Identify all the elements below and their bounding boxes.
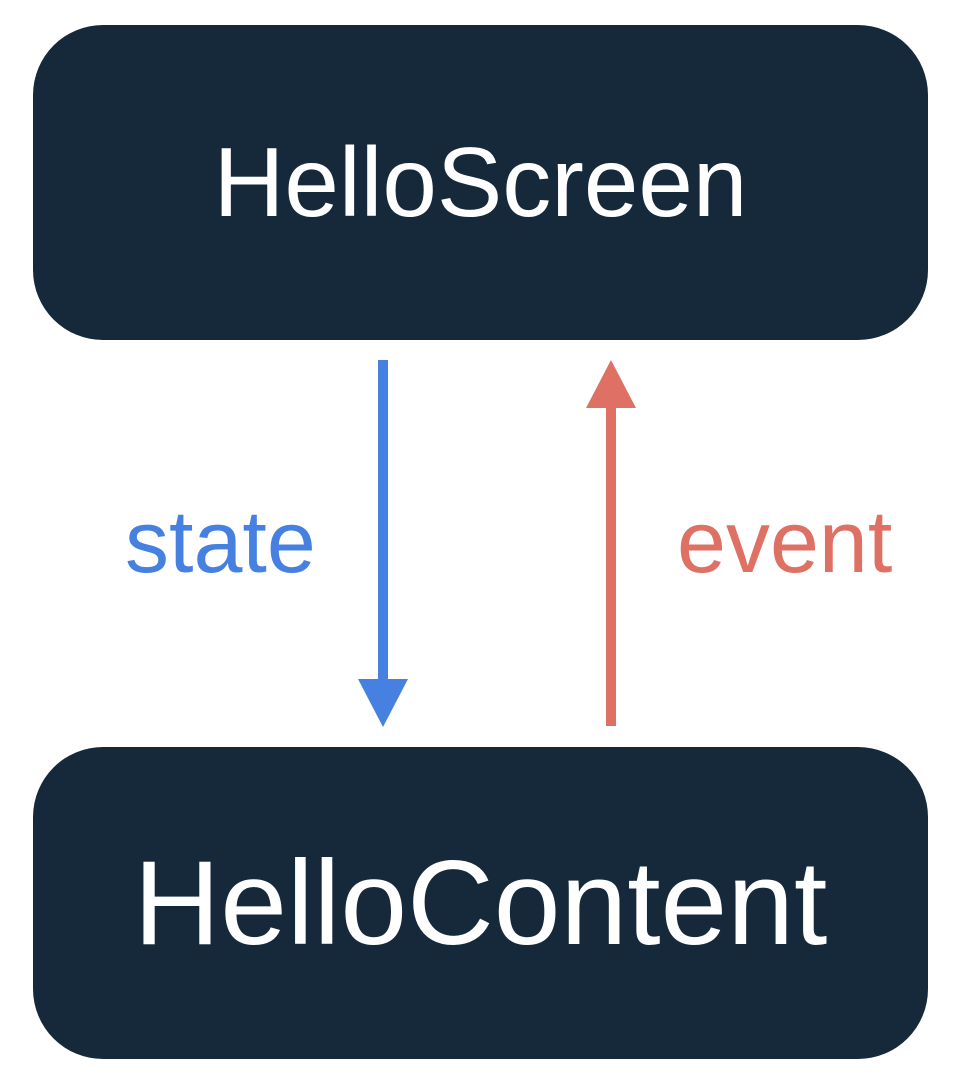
- helloscreen-box: HelloScreen: [33, 25, 928, 340]
- state-arrow-line: [378, 360, 388, 679]
- event-arrow-up-head-icon: [586, 360, 636, 408]
- hellocontent-box: HelloContent: [33, 747, 928, 1059]
- helloscreen-box-label: HelloScreen: [213, 127, 748, 237]
- event-arrow-label: event: [677, 492, 893, 591]
- state-arrow-label: state: [125, 492, 316, 591]
- state-arrow-down-head-icon: [358, 679, 408, 727]
- event-arrow-line: [606, 408, 616, 726]
- hellocontent-box-label: HelloContent: [133, 836, 828, 970]
